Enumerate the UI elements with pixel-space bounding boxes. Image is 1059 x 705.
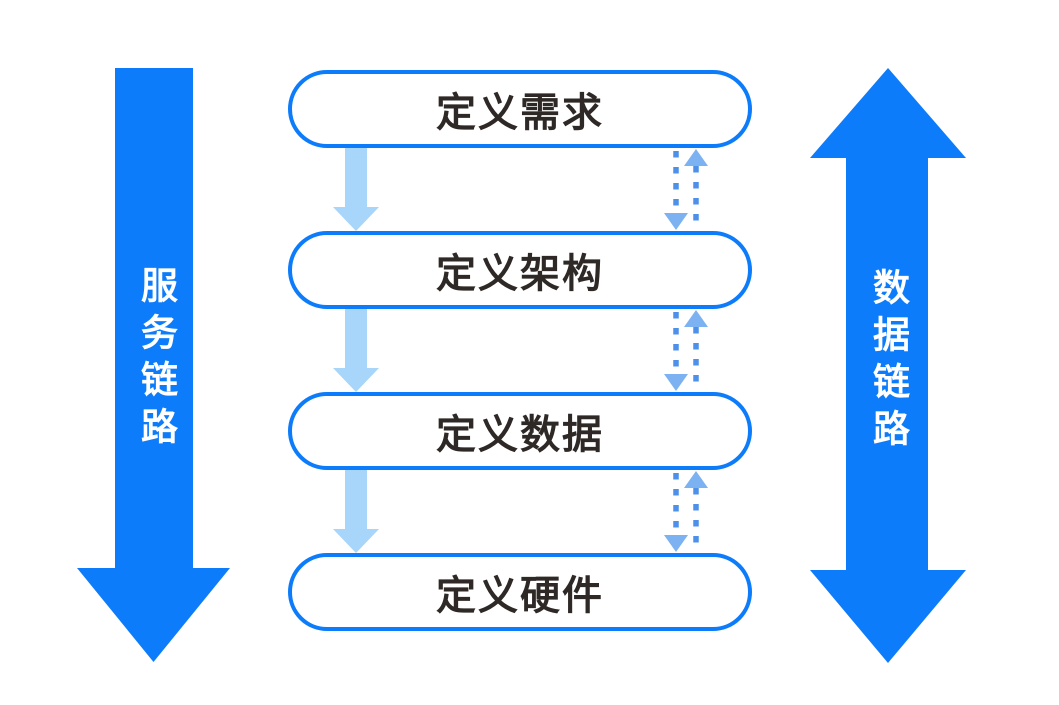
stage-box-label: 定义需求 (436, 91, 604, 135)
data-chain-label: 数据链路 (867, 268, 909, 456)
dashed-feedback-pair-3 (664, 471, 708, 552)
service-chain-down-arrow (77, 68, 230, 662)
stage-box-define-architecture: 定义架构 (288, 231, 752, 309)
flow-down-arrow-2 (333, 309, 379, 392)
stage-box-define-hardware: 定义硬件 (288, 553, 752, 631)
flow-down-arrow-1 (333, 148, 379, 231)
stage-box-label: 定义硬件 (436, 574, 604, 618)
stage-box-define-data: 定义数据 (288, 392, 752, 470)
dashed-feedback-pair-1 (664, 149, 708, 230)
data-chain-bidirectional-arrow (810, 68, 966, 663)
stage-box-label: 定义架构 (436, 252, 604, 296)
service-chain-label: 服务链路 (135, 266, 177, 454)
stage-box-define-requirements: 定义需求 (288, 70, 752, 148)
stage-box-label: 定义数据 (436, 413, 604, 457)
flow-down-arrow-3 (333, 470, 379, 553)
dashed-feedback-pair-2 (664, 310, 708, 391)
